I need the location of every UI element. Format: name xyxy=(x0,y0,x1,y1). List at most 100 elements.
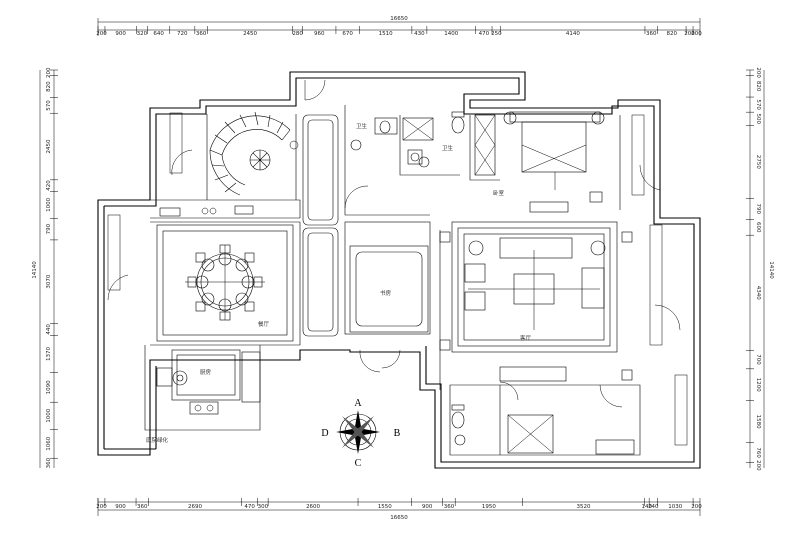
dimension-label: 2690 xyxy=(188,504,202,510)
dimension-label: 1060 xyxy=(46,436,52,450)
dimension-label: 200 xyxy=(46,67,52,78)
dimension-label: 4340 xyxy=(755,286,761,300)
dimension-label: 300 xyxy=(258,504,269,510)
dimension-label: 640 xyxy=(153,31,164,37)
dimension-label: 900 xyxy=(115,504,126,510)
dimension-label: 360 xyxy=(444,504,455,510)
spiral-staircase xyxy=(209,111,299,196)
dimension-label: 470 xyxy=(479,31,490,37)
bedroom-area xyxy=(503,111,605,213)
dimension-label: 2450 xyxy=(46,139,52,153)
dimension-label: 820 xyxy=(755,81,761,92)
dimension-label: 200 xyxy=(96,31,107,37)
top-dimensions: 16650 200 900 320 640 720 360 2450 280 960 670 151… xyxy=(96,16,702,37)
room-label-living: 客厅 xyxy=(520,334,532,342)
dimension-label: 360 xyxy=(46,457,52,468)
dimension-label: 1950 xyxy=(482,504,496,510)
dimension-label: 790 xyxy=(46,223,52,234)
room-label-study: 书房 xyxy=(380,289,392,297)
dimension-label: 440 xyxy=(46,324,52,335)
dimension-label: 670 xyxy=(342,31,353,37)
dimension-label: 960 xyxy=(314,31,325,37)
dimension-label: 430 xyxy=(414,31,425,37)
dimension-label: 760 xyxy=(755,447,761,458)
structural-columns xyxy=(439,231,633,381)
dimension-label: 470 xyxy=(244,504,255,510)
corridor-panels xyxy=(302,114,429,337)
dimension-label: 360 xyxy=(646,31,657,37)
left-dimensions: 14140 2008205702450420100079030704401370… xyxy=(32,67,58,468)
dimension-label: 250 xyxy=(491,31,502,37)
dimension-label: 1370 xyxy=(46,346,52,360)
dimension-label: 600 xyxy=(755,222,761,233)
dimension-label: 360 xyxy=(196,31,207,37)
dimension-label: 700 xyxy=(755,354,761,365)
right-dimension-segments: 200 820 570 500 2750 790 600 4340 700 1200 1580 760… xyxy=(746,67,761,471)
compass-west: D xyxy=(321,428,328,439)
dimension-label: 200 xyxy=(755,460,761,471)
dimension-label: 240 xyxy=(648,504,659,510)
dimension-label: 200 xyxy=(684,31,695,37)
dimension-label: 2600 xyxy=(306,504,320,510)
dining-area xyxy=(156,205,294,342)
dimension-label: 1400 xyxy=(444,31,458,37)
dimension-label: 570 xyxy=(755,99,761,110)
dimension-label: 1200 xyxy=(755,378,761,392)
dimension-label: 320 xyxy=(137,31,148,37)
dimension-label: 720 xyxy=(177,31,188,37)
dimension-label: 900 xyxy=(422,504,433,510)
room-label-bathroom-b: 卫生 xyxy=(442,144,454,152)
dimension-label: 280 xyxy=(292,31,303,37)
door-swings xyxy=(107,79,681,408)
kitchen-area xyxy=(156,349,261,415)
living-area xyxy=(457,227,611,382)
dimension-label: 2450 xyxy=(243,31,257,37)
dimension-label: 1000 xyxy=(46,197,52,211)
dimension-label: 200 xyxy=(691,504,702,510)
compass-south: C xyxy=(355,458,362,469)
dimension-label: 3520 xyxy=(576,504,590,510)
bathroom-fixtures xyxy=(350,111,465,168)
wardrobe xyxy=(474,114,496,176)
dimension-label: 200 xyxy=(755,67,761,78)
top-dimension-segments: 200 900 320 640 720 360 2450 280 960 670 1510 430 14… xyxy=(96,26,702,37)
compass-north: A xyxy=(354,398,362,409)
dimension-label: 820 xyxy=(46,81,52,92)
bottom-total-dimension: 16650 xyxy=(390,515,408,521)
room-label-restaurant: 餐厅 xyxy=(258,320,270,328)
dimension-label: 1090 xyxy=(46,380,52,394)
dimension-label: 360 xyxy=(137,504,148,510)
room-label-bathroom-a: 卫生 xyxy=(356,122,368,130)
dimension-label: 900 xyxy=(115,31,126,37)
dimension-label: 570 xyxy=(46,100,52,111)
dimension-label: 1550 xyxy=(378,504,392,510)
dimension-label: 820 xyxy=(667,31,678,37)
dimension-label: 200 xyxy=(691,31,702,37)
dimension-label: 1030 xyxy=(668,504,682,510)
dimension-label: 4140 xyxy=(566,31,580,37)
interior-walls xyxy=(144,105,641,456)
dimension-label: 1580 xyxy=(755,415,761,429)
compass-rose xyxy=(336,410,380,454)
dimension-label: 500 xyxy=(755,114,761,125)
top-total-dimension: 16650 xyxy=(390,16,408,22)
room-label-kitchen: 厨房 xyxy=(200,368,212,376)
dimension-label: 140 xyxy=(642,504,653,510)
left-total-dimension: 14140 xyxy=(32,261,38,279)
dimension-label: 420 xyxy=(46,180,52,191)
room-label-garden: 庭院绿化 xyxy=(146,436,169,444)
compass-east: B xyxy=(394,428,401,439)
dimension-label: 2750 xyxy=(755,155,761,169)
dimension-label: 1510 xyxy=(379,31,393,37)
room-label-bedroom: 卧室 xyxy=(493,189,505,197)
right-dimensions: 14140 200 820 570 500 2750 790 600 4340 700 1200 1… xyxy=(746,67,774,471)
windows xyxy=(107,112,688,446)
dimension-label: 1000 xyxy=(46,408,52,422)
dimension-label: 200 xyxy=(96,504,107,510)
left-dimension-segments: 2008205702450420100079030704401370109010… xyxy=(46,67,58,468)
dimension-label: 790 xyxy=(755,204,761,215)
right-total-dimension: 14140 xyxy=(768,261,774,279)
